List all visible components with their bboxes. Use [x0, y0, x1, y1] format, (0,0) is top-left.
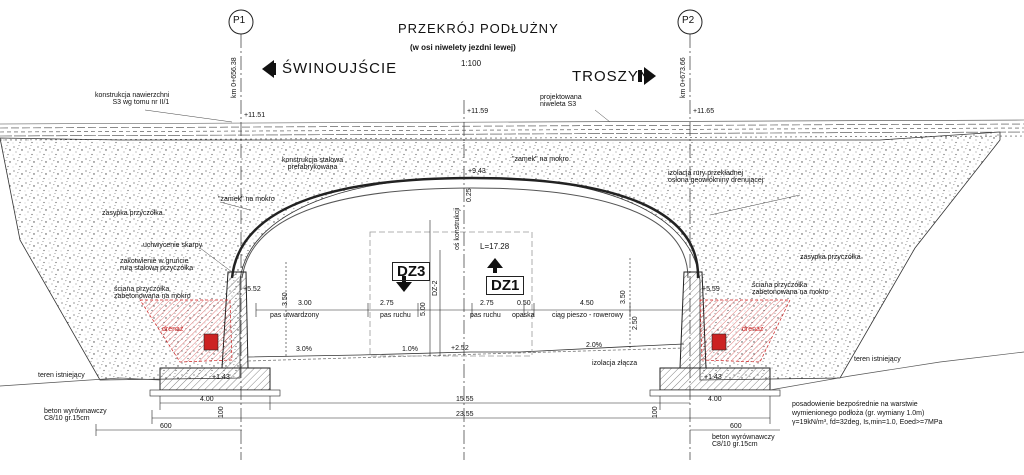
profile-label-p1: P1 — [233, 15, 246, 26]
km-label-left: km 0+656.38 — [231, 57, 238, 98]
diagram-scale: 1:100 — [461, 59, 482, 68]
label-existing-right: teren istniejący — [854, 356, 901, 363]
km-label-right: km 0+673.66 — [680, 57, 687, 98]
dim-height-left: 3.50 — [282, 292, 289, 306]
direction-right: TROSZYN — [572, 68, 651, 85]
dim-height-right2: 2.50 — [632, 316, 639, 330]
dim-total-inner: 15.55 — [456, 396, 474, 403]
elev-center-top: +11.59 — [467, 108, 489, 115]
dz3-arrow-icon — [396, 282, 412, 292]
slope-right: 2.0% — [586, 342, 602, 349]
label-surface-construction: konstrukcja nawierzchni S3 wg tomu nr II… — [95, 92, 170, 106]
label-insulation: izolacja rury przekładnej osłona geowłók… — [668, 170, 764, 184]
elev-left-spring: +5.52 — [243, 286, 261, 293]
dim-lane1: 2.75 — [380, 300, 394, 307]
label-sand-center: "zamek" na mokro — [512, 156, 569, 163]
arch-structure — [230, 176, 700, 279]
dim-height-right: 3.50 — [620, 290, 627, 304]
slope-center: 1.0% — [402, 346, 418, 353]
dz1-arrow-icon — [487, 258, 503, 268]
label-sand-left: "zamek" na mokro — [218, 196, 275, 203]
marker-dz1: DZ1 — [486, 276, 525, 295]
label-drain-right: drenaż — [742, 326, 764, 333]
direction-left: ŚWINOUJŚCIE — [282, 60, 398, 77]
diagram-subtitle: (w osi niwelety jezdni lewej) — [410, 43, 516, 52]
dim-found-right: 4.00 — [708, 396, 722, 403]
marker-dz3: DZ3 — [392, 262, 431, 281]
dim-dz2: DZ-2 — [432, 280, 439, 296]
lane-1: pas ruchu — [380, 312, 411, 319]
road-layers — [0, 119, 1024, 141]
dim-span: L=17.28 — [480, 242, 510, 251]
arrow-right-icon — [644, 67, 656, 85]
bottom-dimensions — [95, 396, 780, 436]
elev-crown: +9.43 — [468, 168, 486, 175]
label-backfill-left: zasypka przyczółka — [102, 210, 163, 217]
label-anchor-left: uchwycenie skarpy — [143, 242, 203, 249]
lane-curb: opaska — [512, 312, 535, 319]
dim-curb: 0.50 — [517, 300, 531, 307]
dim-crown: 0.25 — [466, 188, 473, 202]
elev-left-found: +1.43 — [212, 374, 230, 381]
elev-right-top: +11.65 — [693, 108, 715, 115]
label-wall-left: ściana przyczółka zabetonowana na mokro — [114, 286, 191, 300]
profile-marker-p2 — [677, 9, 703, 35]
label-designed-grade: projektowana niweleta S3 — [540, 94, 582, 108]
slope-left: 3.0% — [296, 346, 312, 353]
dim-right-600: 600 — [730, 423, 742, 430]
elev-right-found: +1.43 — [704, 374, 722, 381]
existing-terrain-right — [769, 351, 1024, 391]
dim-right-100: 100 — [652, 406, 659, 418]
label-concrete-right: beton wyrównawczy C8/10 gr.15cm — [712, 434, 775, 448]
label-drain-left: drenaż — [162, 326, 184, 333]
dim-left-600: 600 — [160, 423, 172, 430]
existing-terrain-left — [0, 377, 161, 387]
lane-path: ciąg pieszo - rowerowy — [552, 312, 624, 319]
dim-shoulder: 3.00 — [298, 300, 312, 307]
label-insulation-joint: izolacja złącza — [592, 360, 638, 367]
dim-height-center: 5.00 — [420, 302, 427, 316]
dim-found-left: 4.00 — [200, 396, 214, 403]
label-steel-structure: konstrukcja stalowa prefabrykowana — [282, 157, 344, 171]
profile-marker-p1 — [228, 9, 254, 35]
clearance-gauge — [369, 231, 533, 357]
inner-road — [247, 343, 685, 362]
label-axis: oś konstrukcji — [454, 207, 461, 250]
dim-left-100: 100 — [218, 406, 225, 418]
label-concrete-left: beton wyrównawczy C8/10 gr.15cm — [44, 408, 107, 422]
profile-label-p2: P2 — [682, 15, 695, 26]
lane-dimension-lines — [255, 220, 690, 358]
lane-2: pas ruchu — [470, 312, 501, 319]
right-drain-pipe — [711, 333, 727, 351]
diagram-title: PRZEKRÓJ PODŁUŻNY — [398, 21, 559, 36]
label-wall-right: ściana przyczółka zabetonowana na mokro — [752, 282, 829, 296]
arrow-left-icon — [262, 60, 274, 78]
dim-lane2: 2.75 — [480, 300, 494, 307]
label-foundation-note: posadowienie bezpośrednie na warstwie wy… — [792, 401, 943, 427]
elev-left-top: +11.51 — [244, 112, 266, 119]
dim-path: 4.50 — [580, 300, 594, 307]
elev-center-base: +2.52 — [451, 345, 469, 352]
label-existing-left: teren istniejący — [38, 372, 85, 379]
left-drain-pipe — [203, 333, 219, 351]
dim-total-outer: 23.55 — [456, 411, 474, 418]
label-anchor-left2: zakotwienie w gruncie rurą stalową przyc… — [120, 258, 194, 272]
elev-right-spring: +5.59 — [702, 286, 720, 293]
axis-lines — [240, 34, 691, 460]
lane-shoulder: pas utwardzony — [270, 312, 320, 319]
label-backfill-right: zasypka przyczółka — [800, 254, 861, 261]
